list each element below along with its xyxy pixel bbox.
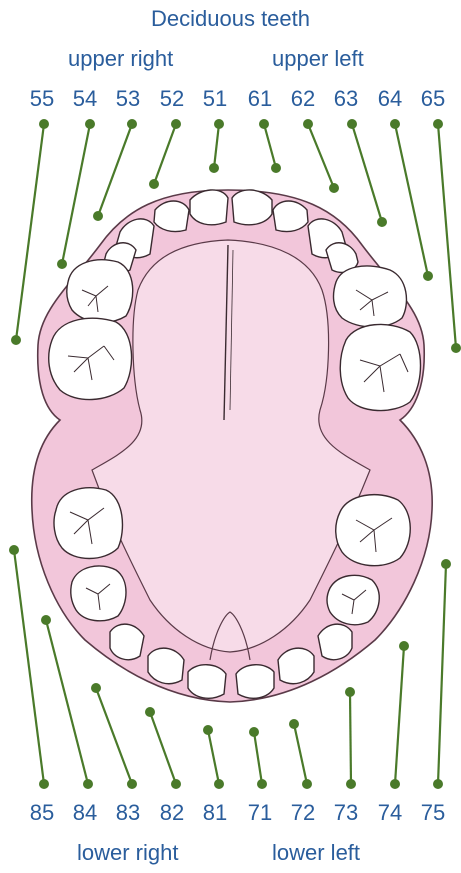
tooth-62 bbox=[273, 201, 308, 232]
tooth-52 bbox=[154, 201, 189, 232]
tooth-71 bbox=[236, 665, 274, 699]
tooth-61 bbox=[232, 190, 272, 225]
tooth-55 bbox=[49, 318, 132, 399]
tooth-75 bbox=[336, 495, 411, 566]
tooth-51 bbox=[190, 190, 228, 225]
tooth-83 bbox=[110, 624, 144, 660]
tooth-54 bbox=[67, 260, 133, 322]
tooth-81 bbox=[188, 665, 226, 699]
tooth-72 bbox=[278, 648, 314, 684]
tooth-64 bbox=[334, 266, 407, 327]
tooth-82 bbox=[148, 648, 184, 684]
tooth-73 bbox=[318, 624, 352, 660]
